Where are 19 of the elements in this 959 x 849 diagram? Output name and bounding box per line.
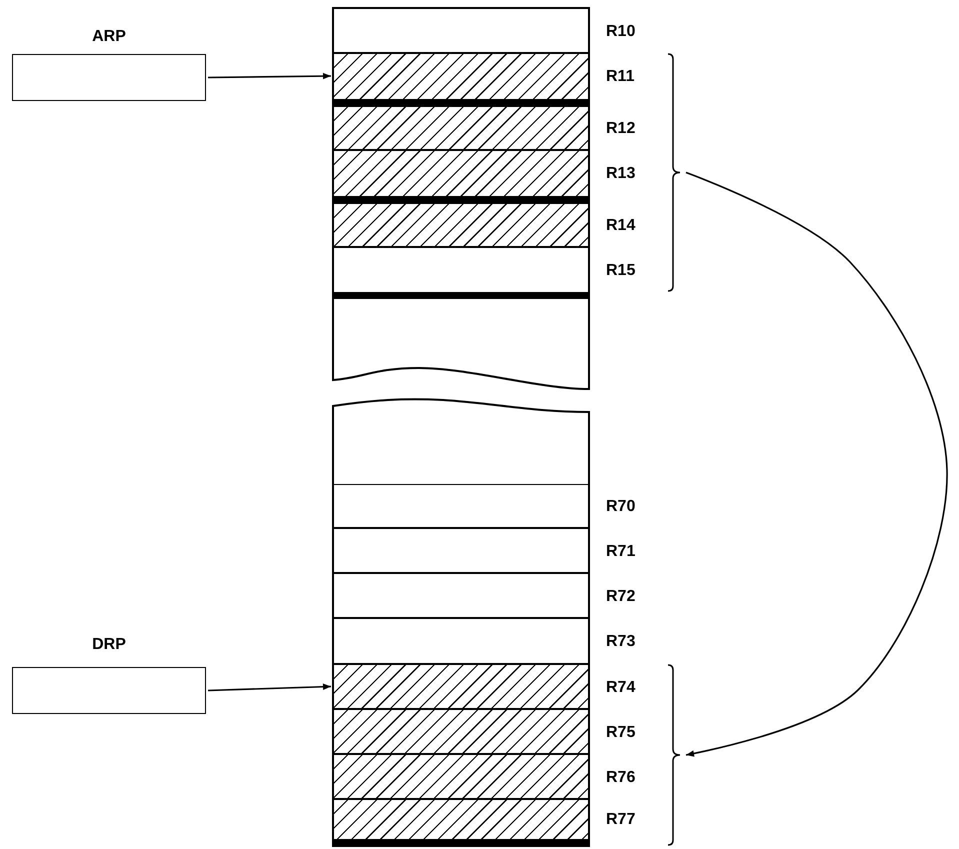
arrow	[208, 72, 332, 80]
register-label: R13	[606, 165, 636, 183]
register-label: R15	[606, 262, 636, 280]
register-name: ARP	[92, 28, 126, 46]
register-label: R70	[606, 498, 636, 516]
register-label: R73	[606, 633, 636, 651]
register-label: R10	[606, 22, 636, 40]
register-name: DRP	[92, 636, 126, 654]
register-label: R71	[606, 542, 636, 560]
arrow	[208, 684, 332, 692]
register-label: R14	[606, 217, 636, 235]
arrow	[686, 172, 948, 757]
register-label: R74	[606, 678, 636, 696]
register-label: R12	[606, 120, 636, 138]
register-label: R11	[606, 68, 634, 86]
register-label: R75	[606, 724, 636, 742]
register-label: R76	[606, 768, 636, 786]
register-label: R72	[606, 588, 636, 606]
register-label: R77	[606, 811, 636, 829]
